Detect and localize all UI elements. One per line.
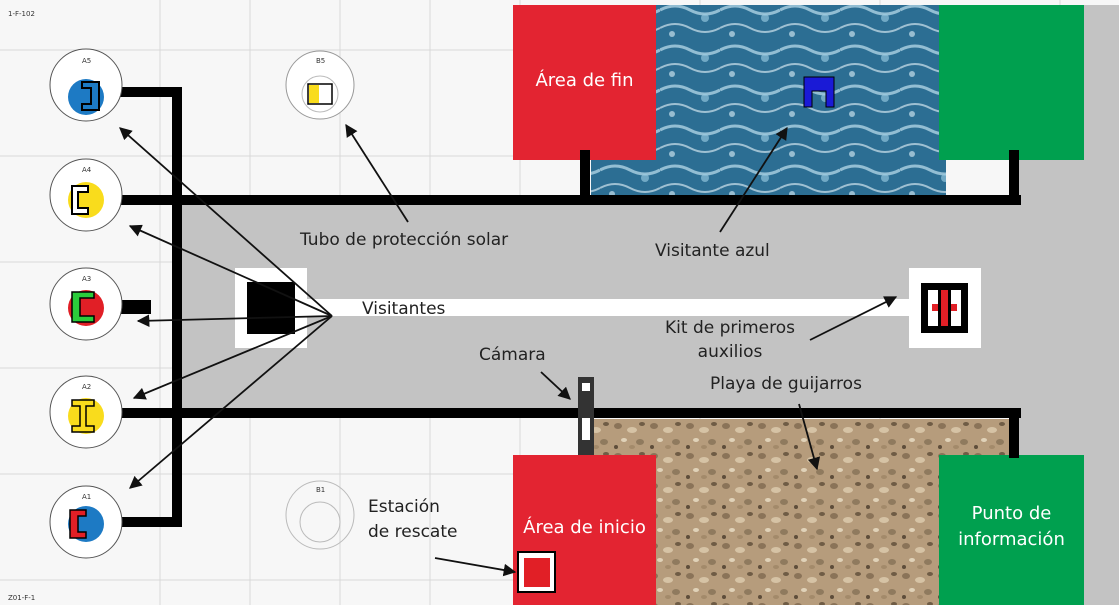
info-point-label-line2: información bbox=[958, 529, 1065, 550]
end-area-label: Área de fin bbox=[535, 70, 634, 91]
station-a2-label: A2 bbox=[82, 383, 92, 391]
blue-visitor-label: Visitante azul bbox=[655, 241, 770, 261]
station-a4-label: A4 bbox=[82, 166, 92, 174]
sun-tube-label: Tubo de protección solar bbox=[300, 230, 509, 250]
station-b1-label: B1 bbox=[316, 486, 326, 494]
station-a1-label: A1 bbox=[82, 493, 92, 501]
station-a2 bbox=[49, 375, 123, 449]
info-point-area bbox=[939, 455, 1084, 605]
rescue-station-label-line1: Estación bbox=[368, 497, 440, 517]
station-a4 bbox=[49, 158, 123, 232]
station-a3-label: A3 bbox=[82, 275, 92, 283]
visitors-label: Visitantes bbox=[362, 299, 446, 319]
first-aid-label-line2: auxilios bbox=[697, 342, 763, 362]
camera-label: Cámara bbox=[479, 345, 546, 365]
start-area-label: Área de inicio bbox=[523, 517, 646, 538]
white-lane bbox=[300, 299, 917, 316]
pebble-beach-label: Playa de guijarros bbox=[710, 374, 862, 394]
blue-visitor-icon bbox=[803, 76, 835, 108]
info-point-label-line1: Punto de bbox=[971, 503, 1052, 524]
station-b5 bbox=[285, 50, 355, 120]
corner-label-bottom: Z01-F-1 bbox=[8, 594, 36, 602]
station-b5-label: B5 bbox=[316, 57, 326, 65]
black-tubes bbox=[96, 87, 1021, 527]
corner-label-top: 1-F-102 bbox=[8, 10, 35, 18]
rescue-station-label-line2: de rescate bbox=[368, 522, 458, 542]
station-a3 bbox=[49, 267, 123, 341]
end-green-area bbox=[939, 5, 1084, 160]
station-a5-label: A5 bbox=[82, 57, 92, 65]
annotation-arrows bbox=[119, 123, 898, 577]
rescue-station-icon bbox=[517, 551, 556, 593]
end-area bbox=[513, 5, 656, 160]
first-aid-kit-icon bbox=[909, 268, 981, 348]
station-a1 bbox=[49, 485, 123, 559]
first-aid-label-line1: Kit de primeros bbox=[665, 318, 795, 338]
station-a5 bbox=[49, 48, 123, 122]
camera-icon bbox=[578, 377, 594, 455]
visitors-box bbox=[247, 282, 295, 334]
station-b1 bbox=[285, 480, 355, 550]
